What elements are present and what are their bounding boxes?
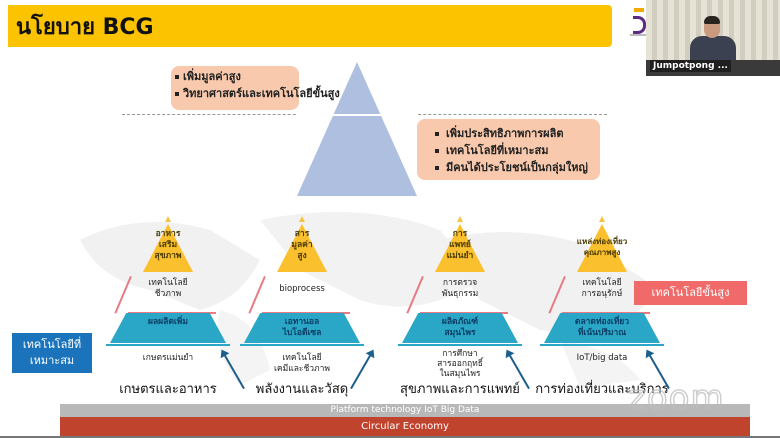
bullet-text: วิทยาศาสตร์และเทคโนโลยีขั้นสูง — [183, 87, 340, 100]
pyramid-energy-materials: สาร มูลค่า สูง bioprocess เอทานอล ไบโอดี… — [240, 216, 364, 397]
pyramid-top-text: อาหาร เสริม สุขภาพ — [154, 229, 182, 261]
circular-economy-bar: Circular Economy — [60, 417, 750, 436]
participant-avatar — [688, 14, 738, 66]
pyramid-base — [110, 313, 226, 343]
pyramid-bottom-text: เทคโนโลยี เคมีและชีวภาพ — [274, 353, 330, 374]
pyramid-top-text: การ แพทย์ แม่นยำ — [446, 229, 474, 261]
pyramid-base-text: เอทานอล ไบโอดีเซล — [282, 317, 322, 338]
organization-logo-icon — [630, 8, 646, 44]
pyramid-top — [277, 224, 327, 272]
pyramid-top-text: สาร มูลค่า สูง — [291, 229, 313, 261]
pyramid-base — [244, 313, 360, 343]
pyramid-health-medical: การ แพทย์ แม่นยำ การตรวจ พันธุกรรม ผลิตภ… — [398, 216, 522, 397]
pyramid-bottom-text: เกษตรแม่นยำ — [142, 353, 194, 363]
productivity-note: เพิ่มประสิทธิภาพการผลิต เทคโนโลยีที่เหมา… — [417, 119, 600, 180]
pyramid-label: สุขภาพและการแพทย์ — [400, 382, 520, 397]
pyramid-top — [577, 224, 627, 272]
title-bar: นโยบาย BCG — [8, 5, 612, 47]
pyramid-base — [544, 313, 660, 343]
bullet-item: วิทยาศาสตร์และเทคโนโลยีขั้นสูง — [175, 85, 340, 102]
pyramid-label: เกษตรและอาหาร — [119, 382, 217, 397]
participant-name: Jumpotpong ... — [650, 60, 731, 72]
pyramid-agriculture-food: อาหาร เสริม สุขภาพ เทคโนโลยี ชีวภาพ ผลผล… — [106, 216, 230, 397]
pyramid-middle-text: การตรวจ พันธุกรรม — [441, 278, 479, 299]
base-line — [398, 344, 522, 346]
pyramid-base-text: ตลาดท่องเที่ยว ที่เน้นปริมาณ — [574, 317, 630, 338]
video-desk — [646, 60, 780, 76]
advanced-technology-label: เทคโนโลยีขั้นสูง — [634, 281, 747, 305]
zoom-watermark-logo: zoom — [627, 377, 725, 419]
bullet-item: เพิ่มประสิทธิภาพการผลิต — [435, 125, 600, 142]
base-line — [540, 344, 664, 346]
bullet-text: เทคโนโลยีที่เหมาะสม — [446, 144, 549, 157]
pyramid-bottom-text: การศึกษา สารออกฤทธิ์ ในสมุนไพร — [437, 349, 483, 379]
high-value-note: เพิ่มมูลค่าสูง วิทยาศาสตร์และเทคโนโลยีขั… — [171, 66, 340, 110]
pyramid-split — [297, 114, 417, 116]
pyramid-middle-text: เทคโนโลยี ชีวภาพ — [148, 278, 188, 299]
base-line — [240, 344, 364, 346]
pyramid-top — [435, 224, 485, 272]
pyramid-middle-text: bioprocess — [279, 284, 325, 294]
pyramid-base-text: ผลิตภัณฑ์ สมุนไพร — [441, 317, 479, 338]
pyramid-base-text: ผลผลิตเพิ่ม — [147, 317, 188, 327]
pyramid-bottom-text: IoT/big data — [576, 353, 628, 363]
pyramid-label: การท่องเที่ยวและบริการ — [535, 382, 669, 397]
platform-technology-bar: Platform technology IoT Big Data — [60, 404, 750, 417]
pyramid-apex — [599, 216, 605, 222]
appropriate-technology-label: เทคโนโลยีที่ เหมาะสม — [12, 333, 92, 373]
bullet-item: มีคนได้ประโยชน์เป็นกลุ่มใหญ่ — [435, 159, 600, 176]
bullet-text: มีคนได้ประโยชน์เป็นกลุ่มใหญ่ — [446, 161, 588, 174]
bullet-text: เพิ่มประสิทธิภาพการผลิต — [446, 127, 564, 140]
bullet-item: เทคโนโลยีที่เหมาะสม — [435, 142, 600, 159]
pyramid-tourism-services: แหล่งท่องเที่ยว คุณภาพสูง เทคโนโลยี การอ… — [535, 216, 669, 397]
main-pyramid — [297, 62, 417, 196]
pyramid-apex — [299, 216, 305, 222]
bottom-strip — [0, 436, 780, 438]
pyramid-label: พลังงานและวัสดุ — [255, 382, 349, 397]
participant-video-tile[interactable]: Jumpotpong ... — [646, 0, 780, 76]
pyramid-apex — [457, 216, 463, 222]
bullet-item: เพิ่มมูลค่าสูง — [175, 68, 299, 85]
pyramid-apex — [165, 216, 171, 222]
slide-title: นโยบาย BCG — [16, 15, 154, 40]
base-line — [106, 344, 230, 346]
pyramid-top — [143, 224, 193, 272]
pyramid-base — [402, 313, 518, 343]
pyramid-middle-text: เทคโนโลยี การอนุรักษ์ — [581, 278, 623, 299]
bullet-text: เพิ่มมูลค่าสูง — [183, 70, 241, 83]
pyramid-top-text: แหล่งท่องเที่ยว คุณภาพสูง — [576, 237, 628, 257]
